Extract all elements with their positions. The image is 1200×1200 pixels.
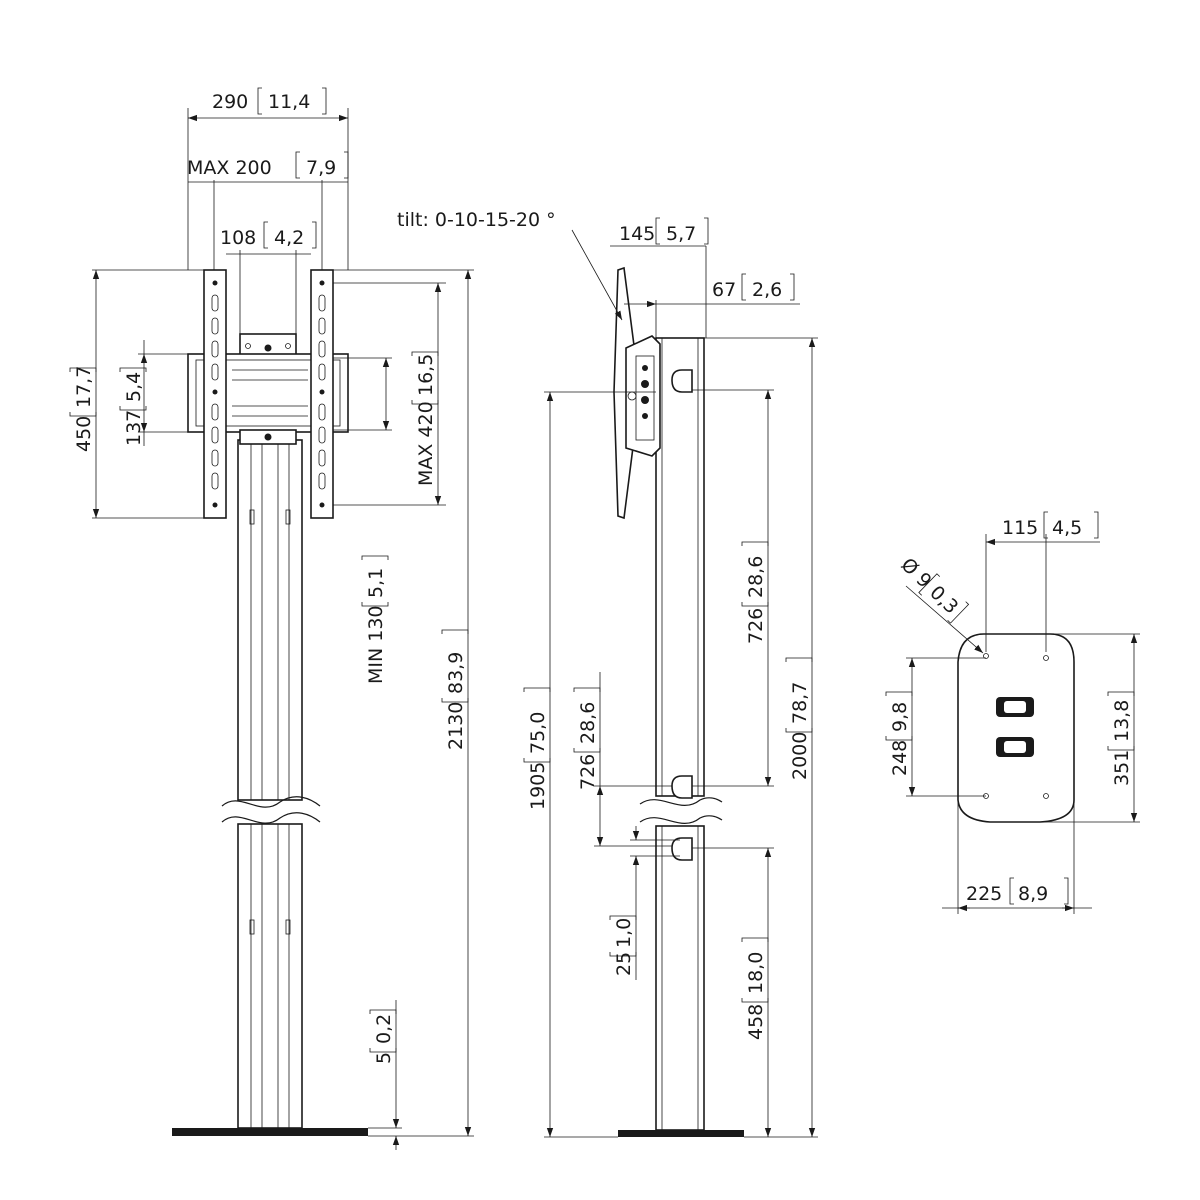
- dim-2000-inch-label: 78,7: [789, 682, 811, 724]
- dim-458-label: 458: [745, 1004, 767, 1040]
- dim-dia9-inch-label: 0,3: [925, 582, 962, 619]
- dim-351-inch-label: 13,8: [1111, 700, 1133, 742]
- dim-25-inch-label: 1,0: [613, 918, 635, 948]
- base-bracket-upper: [996, 697, 1034, 717]
- base-bracket-lower: [996, 737, 1034, 757]
- side-view: tilt: 0-10-15-20 ° 145 5,7 67 2,6 726 28…: [397, 209, 818, 1138]
- dim-458-inch-label: 18,0: [745, 952, 767, 994]
- front-vesa-brackets: [203, 269, 334, 519]
- side-column: [618, 337, 744, 1137]
- dim-min130-inch-label: 5,1: [365, 568, 387, 598]
- dim-726-upper-inch-label: 28,6: [745, 556, 767, 598]
- dim-290-inch-label: 11,4: [268, 91, 310, 113]
- dim-1905-label: 1905: [527, 762, 549, 810]
- base-hole-icon: [983, 653, 989, 659]
- base-plate-view: 115 4,5 Ø 9 0,3 248 9,8: [885, 511, 1140, 914]
- dim-145-label: 145: [619, 223, 655, 245]
- dim-2130-inch-label: 83,9: [445, 652, 467, 694]
- front-view: 290 11,4 MAX 200 7,9 108 4,2 450: [69, 87, 474, 1150]
- dim-137-inch-label: 5,4: [123, 372, 145, 402]
- dim-min130-label: MIN 130: [365, 605, 387, 684]
- front-column: [172, 439, 368, 1136]
- dim-max200-inch-label: 7,9: [306, 157, 336, 179]
- dim-726-lower-label: 726: [577, 754, 599, 790]
- base-hole-icon: [1043, 655, 1049, 661]
- dim-726-upper-label: 726: [745, 608, 767, 644]
- front-dimensions: 290 11,4 MAX 200 7,9 108 4,2 450: [69, 87, 474, 1150]
- dim-248-inch-label: 9,8: [889, 702, 911, 732]
- dim-450-inch-label: 17,7: [73, 366, 95, 408]
- dim-max200-label: MAX 200: [187, 157, 272, 179]
- dim-5-inch-label: 0,2: [373, 1014, 395, 1044]
- dim-115-label: 115: [1002, 517, 1038, 539]
- dim-115-inch-label: 4,5: [1052, 517, 1082, 539]
- dim-25-label: 25: [613, 952, 635, 976]
- dim-290-label: 290: [212, 91, 248, 113]
- dim-225-label: 225: [966, 883, 1002, 905]
- dim-351-label: 351: [1111, 750, 1133, 786]
- dim-726-lower-inch-label: 28,6: [577, 702, 599, 744]
- dim-450-label: 450: [73, 416, 95, 452]
- dim-67-label: 67: [712, 279, 736, 301]
- base-hole-icon: [1043, 793, 1049, 799]
- dim-dia9-label: Ø 9: [897, 554, 936, 593]
- dim-2000-label: 2000: [789, 732, 811, 780]
- dim-108-inch-label: 4,2: [274, 227, 304, 249]
- dim-225-inch-label: 8,9: [1018, 883, 1048, 905]
- dim-2130-label: 2130: [445, 702, 467, 750]
- dim-1905-inch-label: 75,0: [527, 712, 549, 754]
- dim-108-label: 108: [220, 227, 256, 249]
- dim-248-label: 248: [889, 740, 911, 776]
- side-tilt-bracket: [613, 266, 661, 520]
- dim-67-inch-label: 2,6: [752, 279, 782, 301]
- side-dimensions: tilt: 0-10-15-20 ° 145 5,7 67 2,6 726 28…: [397, 209, 818, 1138]
- tilt-label: tilt: 0-10-15-20 °: [397, 209, 556, 231]
- dim-137-label: 137: [123, 410, 145, 446]
- dim-145-inch-label: 5,7: [666, 223, 696, 245]
- dim-max420-label: MAX 420: [415, 401, 437, 486]
- dim-max420-inch-label: 16,5: [415, 354, 437, 396]
- dim-5-label: 5: [373, 1052, 395, 1064]
